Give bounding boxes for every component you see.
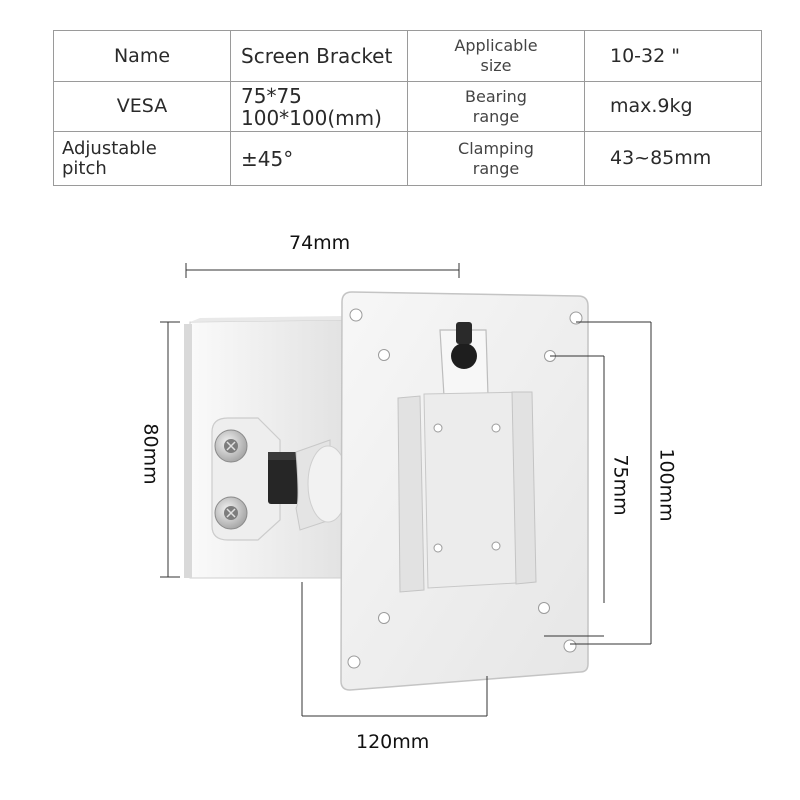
spec-label-bearing-range: Bearing range <box>407 81 585 132</box>
bolt-icon <box>214 496 248 530</box>
table-row: Adjustable pitch ±45° Clamping range 43~… <box>53 131 762 186</box>
dimension-outer-height: 100mm <box>655 448 678 522</box>
dimension-left-height: 80mm <box>139 423 162 485</box>
spec-label-name: Name <box>53 30 231 82</box>
dimension-bottom-width: 120mm <box>356 731 430 753</box>
spec-value-clamping-range: 43~85mm <box>584 131 762 186</box>
spec-value-name: Screen Bracket <box>230 30 408 82</box>
spec-label-vesa: VESA <box>53 81 231 132</box>
spec-value-bearing-range: max.9kg <box>584 81 762 132</box>
spec-label-clamping-range: Clamping range <box>407 131 585 186</box>
bolt-icon <box>214 429 248 463</box>
dimension-inner-height: 75mm <box>609 454 632 516</box>
table-row: VESA 75*75 100*100(mm) Bearing range max… <box>53 81 762 132</box>
hinge-bracket <box>211 417 349 541</box>
spec-value-applicable-size: 10-32 " <box>584 30 762 82</box>
dimension-lines <box>160 263 652 717</box>
table-row: Name Screen Bracket Applicable size 10-3… <box>53 30 762 82</box>
dimension-top-width: 74mm <box>289 232 351 254</box>
spec-label-adjustable-pitch: Adjustable pitch <box>53 131 231 186</box>
spec-table: Name Screen Bracket Applicable size 10-3… <box>53 30 762 186</box>
knob-icon <box>451 322 477 369</box>
vesa-plate <box>340 291 589 691</box>
spec-value-adjustable-pitch: ±45° <box>230 131 408 186</box>
spec-value-vesa: 75*75 100*100(mm) <box>230 81 408 132</box>
